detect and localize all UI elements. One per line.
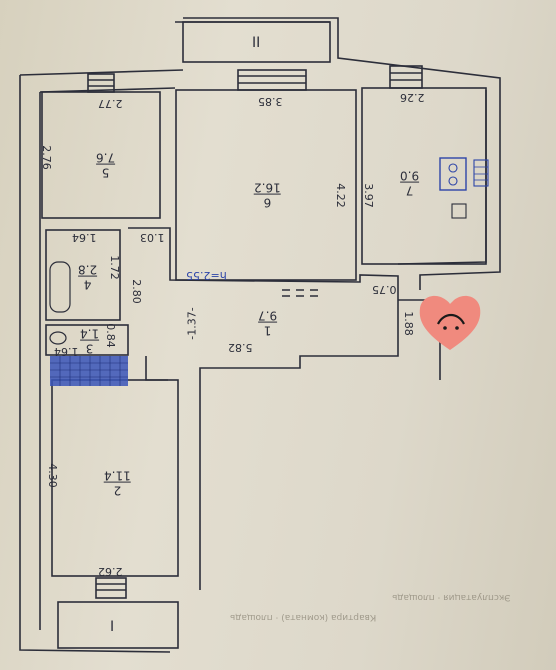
dim-room2-length: 4.30 xyxy=(45,463,59,488)
section-mark-ii: II xyxy=(252,35,261,51)
dim-room5-width: 2.77 xyxy=(98,97,123,110)
room-7-outline xyxy=(361,87,487,265)
sad-face-heart-icon xyxy=(419,295,481,350)
dim-room2-width: 2.62 xyxy=(98,565,123,578)
room-4-outline xyxy=(45,229,121,321)
dim-corridor-width: -1.37- xyxy=(185,307,199,340)
dim-corridor-side: 2.80 xyxy=(129,279,143,304)
dim-room6-width: 3.85 xyxy=(258,95,283,108)
dim-corridor-length: 5.82 xyxy=(228,341,253,354)
dim-wc-depth: 0.84 xyxy=(103,323,117,348)
bathtub xyxy=(49,261,71,313)
outer-wall-left xyxy=(19,75,171,653)
tiled-area xyxy=(50,356,128,386)
dim-room5-length: 2.76 xyxy=(39,145,53,170)
toilet xyxy=(49,331,67,345)
dim-bath-width: 1.64 xyxy=(72,231,97,244)
outer-wall-top xyxy=(183,17,501,290)
ceiling-height: h=2.55 xyxy=(186,269,227,282)
dim-wc-width: 1.64 xyxy=(54,345,79,358)
room-1-outline xyxy=(128,227,399,590)
dim-bath-length: 1.72 xyxy=(107,255,121,280)
room-3-outline xyxy=(45,324,129,356)
section-mark-i: I xyxy=(110,619,115,635)
dim-entry-length: 1.88 xyxy=(401,311,415,336)
dim-room6-length: 4.22 xyxy=(333,183,347,208)
dim-room7-length: 3.97 xyxy=(361,183,375,208)
dim-room7-width: 2.26 xyxy=(400,91,425,104)
dim-passage: 1.03 xyxy=(140,231,165,244)
dim-door-width: 0.75 xyxy=(372,283,397,296)
stove xyxy=(439,157,467,191)
